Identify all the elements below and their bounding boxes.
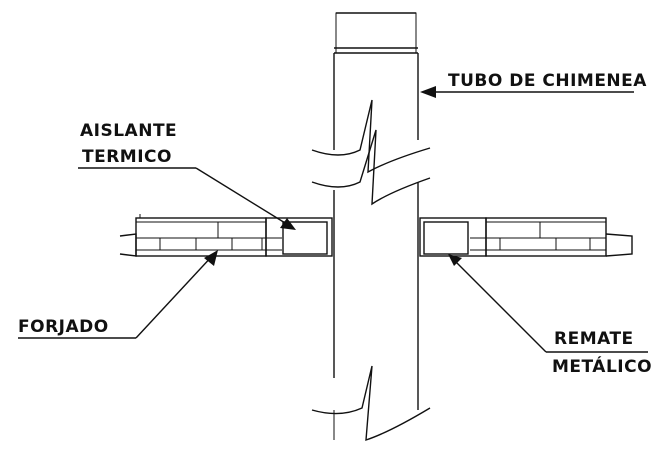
leader-remate [448, 254, 648, 353]
label-forjado: FORJADO [18, 317, 109, 337]
label-tubo-de-chimenea: TUBO DE CHIMENEA [448, 71, 647, 91]
label-metalico: METÁLICO [552, 355, 652, 377]
leader-aislante [78, 167, 296, 230]
slab-right [419, 217, 633, 257]
leader-forjado [18, 250, 218, 339]
chimney-pipe [311, 53, 431, 441]
leader-tubo [420, 86, 634, 98]
label-termico: TERMICO [82, 147, 172, 167]
label-remate: REMATE [554, 329, 634, 349]
label-aislante: AISLANTE [80, 121, 177, 141]
slab-left [119, 214, 333, 257]
chimney-cap [334, 12, 418, 54]
